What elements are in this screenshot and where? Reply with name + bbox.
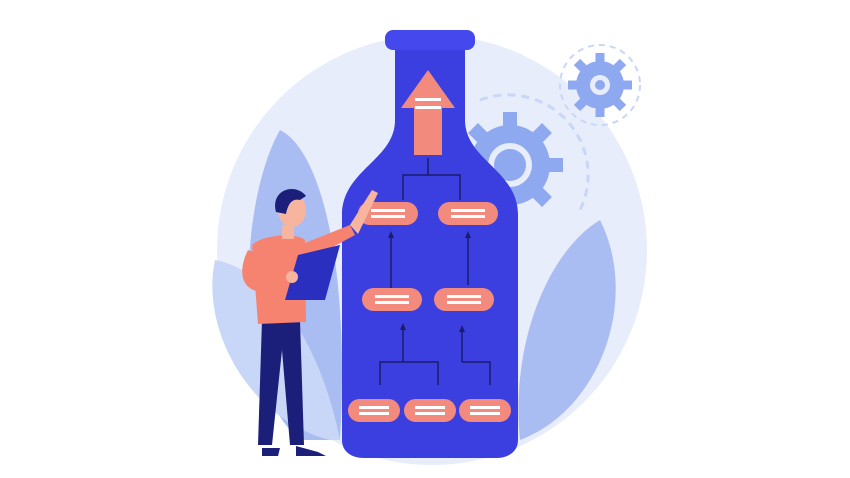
node — [358, 202, 418, 225]
node — [404, 399, 456, 422]
node — [434, 288, 494, 311]
person-icon — [242, 189, 378, 456]
clipboard-icon — [285, 245, 340, 300]
flowchart-icon — [379, 158, 491, 385]
bottle-icon — [342, 45, 518, 458]
up-arrow-icon — [401, 70, 455, 155]
flowchart-nodes — [348, 202, 511, 422]
node — [348, 399, 400, 422]
node — [459, 399, 511, 422]
node — [438, 202, 498, 225]
node — [362, 288, 422, 311]
leaf — [518, 220, 616, 440]
bottle-cap — [385, 30, 475, 50]
gear-icon — [568, 53, 632, 117]
